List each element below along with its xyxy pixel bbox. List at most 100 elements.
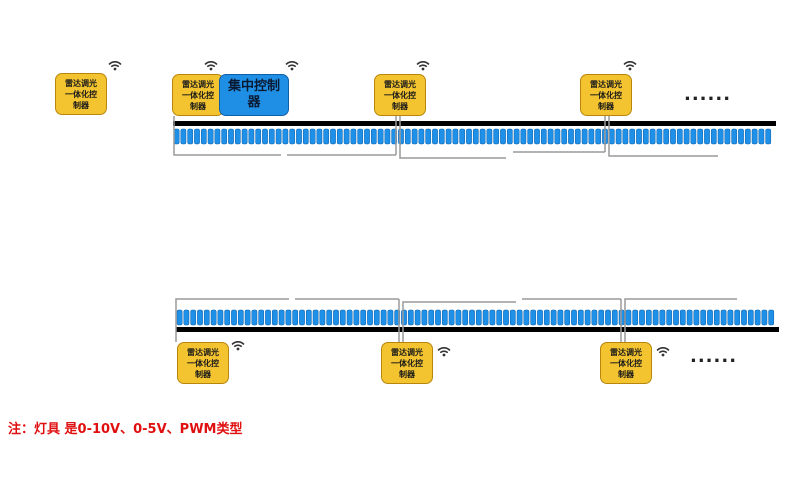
lamp-segment	[190, 309, 197, 326]
lamp-segment	[704, 128, 710, 145]
wiring-row2	[175, 298, 737, 342]
lamp-segment	[564, 309, 571, 326]
lamp-segment	[713, 309, 720, 326]
lamp-segment	[516, 309, 523, 326]
lamp-segment	[214, 128, 221, 145]
lamp-segment	[217, 309, 224, 326]
controller-row1-2: 雷达调光 一体化控 制器	[374, 74, 426, 116]
lamp-segment	[581, 128, 588, 145]
lamp-segment	[183, 309, 190, 326]
lamp-segment	[557, 309, 564, 326]
lamp-segment	[469, 309, 475, 326]
lamp-segment	[523, 309, 530, 326]
lamp-segment	[187, 128, 194, 145]
lamp-segment	[693, 309, 700, 326]
lamp-segment	[428, 309, 435, 326]
lamp-segment	[666, 309, 673, 326]
lamp-segment	[720, 309, 727, 326]
lamp-segment	[686, 309, 693, 326]
lamp-segment	[670, 128, 676, 145]
ellipsis-row1: ......	[684, 84, 732, 105]
lamp-segment	[727, 309, 734, 326]
central-controller: 集中控制 器	[219, 74, 289, 116]
lamp-segment	[645, 309, 652, 326]
lamp-segment	[296, 128, 302, 145]
lamp-segment	[700, 309, 707, 326]
lamp-segment	[319, 309, 326, 326]
lamp-segment	[598, 309, 605, 326]
lamp-segment	[765, 128, 772, 145]
lamp-segment	[724, 128, 731, 145]
wifi-icon	[656, 347, 670, 357]
lamp-segment	[435, 309, 441, 326]
lamp-segment	[258, 309, 265, 326]
lamp-segment	[584, 309, 591, 326]
lamp-segment	[441, 309, 448, 326]
lamp-segment	[237, 309, 244, 326]
lamp-segment	[200, 128, 207, 145]
lamp-segment	[530, 309, 537, 326]
lamp-segment	[411, 128, 418, 145]
lamp-segment	[591, 309, 598, 326]
lamp-segment	[231, 309, 237, 326]
lamp-segment	[401, 309, 407, 326]
lamp-segment	[346, 309, 353, 326]
lamp-segment	[360, 309, 367, 326]
lamp-segment	[275, 128, 282, 145]
lamp-segment	[336, 128, 343, 145]
lamp-segment	[710, 128, 717, 145]
lamp-segment	[221, 128, 228, 145]
lamp-segment	[754, 309, 761, 326]
lamp-segment	[741, 309, 747, 326]
lamp-segment	[462, 309, 469, 326]
lamp-segment	[493, 128, 500, 145]
lamp-segment	[305, 309, 312, 326]
wifi-icon	[623, 61, 637, 71]
lamp-segment	[761, 309, 768, 326]
lamp-segment	[605, 309, 611, 326]
lamp-segment	[625, 309, 632, 326]
lamp-segment	[224, 309, 231, 326]
lamp-segment	[642, 128, 649, 145]
lamp-segment	[482, 309, 489, 326]
lamp-segment	[357, 128, 364, 145]
lamp-segment	[407, 309, 414, 326]
lamp-segment	[271, 309, 278, 326]
lamp-segment	[438, 128, 445, 145]
lamp-segment	[577, 309, 584, 326]
lamp-segment	[543, 309, 550, 326]
lamp-segment	[459, 128, 466, 145]
lamp-segment	[697, 128, 704, 145]
lamp-segment	[210, 309, 217, 326]
note-text: 注：灯具 是0-10V、0-5V、PWM类型	[8, 422, 243, 437]
lamp-segment	[302, 128, 309, 145]
controller-row1-1: 雷达调光 一体化控 制器	[172, 74, 224, 116]
lamp-segment	[503, 309, 509, 326]
lamp-segment	[659, 309, 666, 326]
lamp-segment	[265, 309, 271, 326]
lamp-segment	[615, 128, 622, 145]
lamp-segment	[370, 128, 377, 145]
ellipsis-row2: ......	[690, 346, 738, 367]
lamp-segment	[268, 128, 275, 145]
lamp-segment	[649, 128, 656, 145]
bus-line-row1	[173, 121, 776, 126]
wifi-icon	[416, 61, 430, 71]
lamp-segment	[262, 128, 268, 145]
bus-line-row2	[176, 327, 779, 332]
lamp-segment	[380, 309, 387, 326]
lamp-segment	[547, 128, 554, 145]
lamp-segment	[330, 128, 336, 145]
lamp-segment	[629, 128, 636, 145]
wiring-row1	[173, 116, 718, 159]
lamp-segment	[452, 128, 459, 145]
lamp-segment	[622, 128, 629, 145]
lamp-segment	[690, 128, 697, 145]
controller-row1-3: 雷达调光 一体化控 制器	[580, 74, 632, 116]
lamp-segment	[384, 128, 391, 145]
lamp-segment	[241, 128, 248, 145]
lamp-segment	[377, 128, 384, 145]
lamp-segment	[758, 128, 765, 145]
